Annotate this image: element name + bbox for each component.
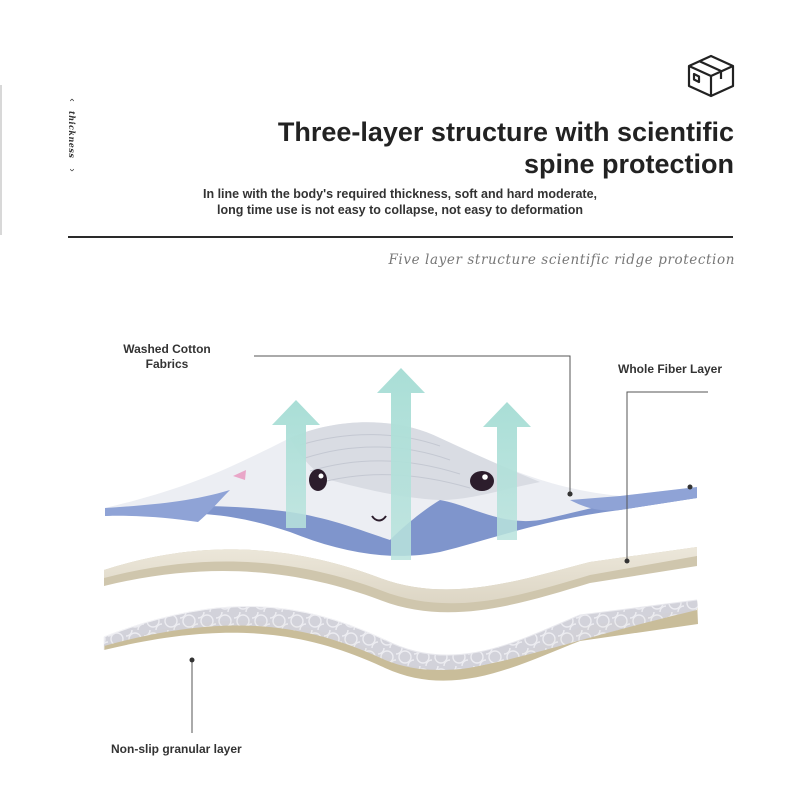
title-line-2: spine protection bbox=[174, 148, 734, 180]
subtitle-line-1: In line with the body's required thickne… bbox=[150, 186, 650, 202]
cotton-callout-dot bbox=[568, 492, 573, 497]
subtitle: In line with the body's required thickne… bbox=[150, 186, 650, 218]
non-slip-layer bbox=[104, 600, 698, 681]
side-tab-bar bbox=[0, 85, 2, 235]
script-caption: Five layer structure scientific ridge pr… bbox=[388, 252, 735, 268]
fiber-callout-dot bbox=[625, 559, 630, 564]
title-line-1: Three-layer structure with scientific bbox=[174, 116, 734, 148]
page-title: Three-layer structure with scientific sp… bbox=[174, 116, 734, 180]
cotton-label-line-1: Washed Cotton bbox=[112, 342, 222, 357]
chevron-up-icon: ‹ bbox=[67, 98, 77, 101]
divider-rule bbox=[68, 236, 733, 238]
fiber-layer-label: Whole Fiber Layer bbox=[618, 362, 722, 377]
cotton-label-line-2: Fabrics bbox=[112, 357, 222, 372]
cotton-layer-label: Washed Cotton Fabrics bbox=[112, 342, 222, 372]
fiber-callout-line bbox=[627, 392, 708, 561]
subtitle-line-2: long time use is not easy to collapse, n… bbox=[150, 202, 650, 218]
non-slip-callout-dot bbox=[190, 658, 195, 663]
non-slip-layer-label: Non-slip granular layer bbox=[111, 742, 242, 757]
thickness-label: thickness bbox=[67, 111, 77, 158]
thickness-side-label: ‹ thickness › bbox=[62, 95, 82, 175]
chevron-down-icon: › bbox=[67, 168, 77, 171]
box-icon bbox=[685, 52, 737, 100]
